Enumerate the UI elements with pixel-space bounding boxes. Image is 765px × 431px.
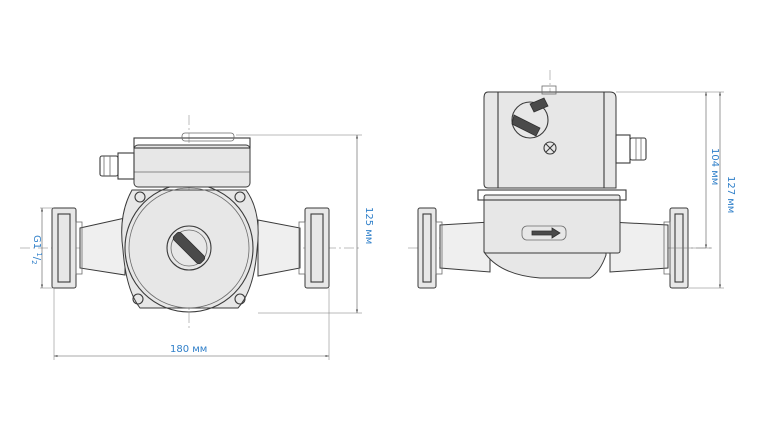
thread-dimension-label: G1 1/2 bbox=[30, 235, 43, 265]
front-view: 180 мм 125 мм G1 1/2 bbox=[20, 115, 374, 360]
svg-text:G1 1/2: G1 1/2 bbox=[30, 235, 43, 265]
speed-selector-knob bbox=[511, 101, 549, 139]
height-side-outer-dimension-label: 127 мм bbox=[725, 176, 736, 213]
side-cable-gland bbox=[615, 134, 647, 164]
screw-icon bbox=[234, 293, 246, 305]
flow-arrow-icon bbox=[531, 227, 561, 239]
screw-icon bbox=[134, 191, 146, 203]
left-pipe-connection bbox=[51, 207, 126, 289]
width-dimension-label: 180 мм bbox=[170, 344, 207, 355]
terminal-box bbox=[133, 132, 251, 188]
plug-slot bbox=[172, 231, 206, 265]
cable-gland bbox=[99, 152, 135, 180]
screw-icon bbox=[132, 293, 144, 305]
side-view: 104 мм 127 мм bbox=[408, 70, 736, 289]
side-housing bbox=[477, 189, 627, 254]
knob-pointer-icon bbox=[511, 114, 541, 137]
height-front-dimension-label: 125 мм bbox=[363, 207, 374, 244]
right-pipe-connection bbox=[257, 207, 330, 289]
screw-icon bbox=[234, 191, 246, 203]
height-side-inner-dimension-label: 104 мм bbox=[709, 148, 720, 185]
pump-housing bbox=[121, 183, 259, 313]
flow-direction-plate bbox=[521, 225, 567, 241]
vent-screw-icon bbox=[543, 141, 557, 155]
motor-head bbox=[483, 85, 617, 189]
central-plug bbox=[166, 225, 212, 271]
